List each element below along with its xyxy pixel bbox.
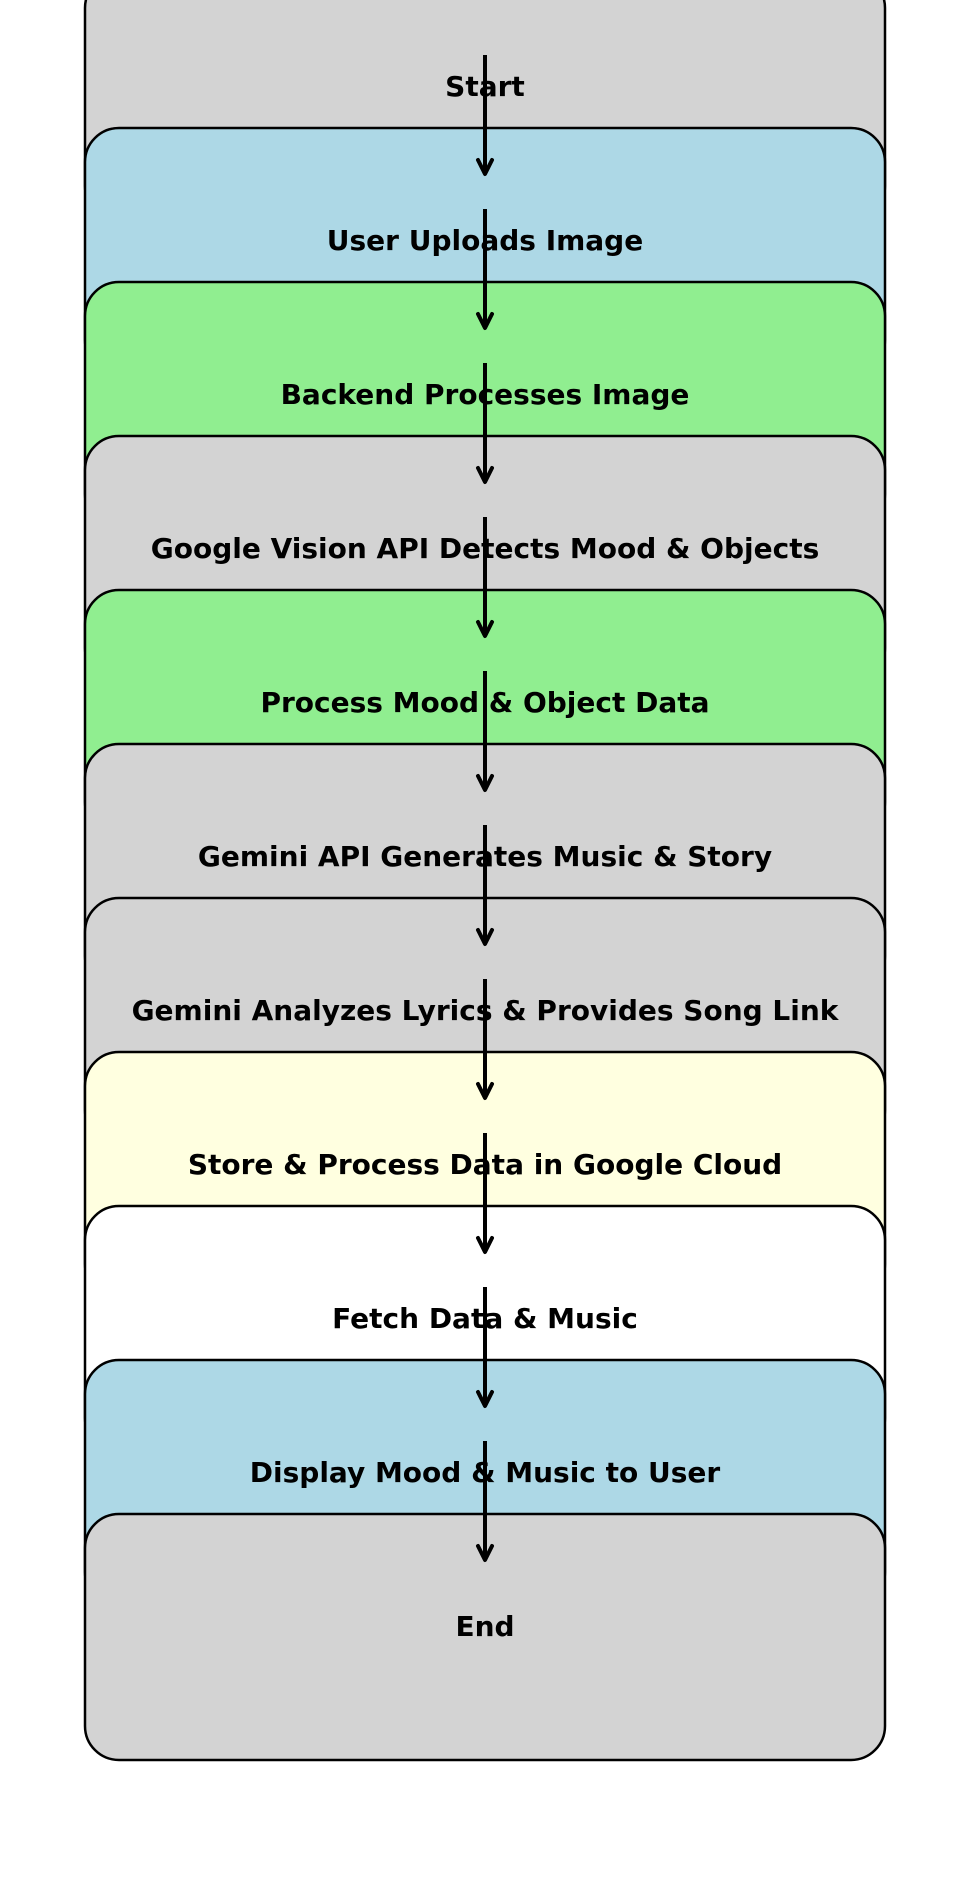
arrow-head	[476, 928, 494, 946]
arrow-head	[476, 774, 494, 792]
arrow-head	[476, 1390, 494, 1408]
flow-node-label: End	[455, 1610, 514, 1643]
flow-arrow-store-to-fetch	[476, 1133, 494, 1254]
arrow-head	[476, 1544, 494, 1562]
flowchart-arrows	[476, 55, 494, 1562]
arrow-head	[476, 466, 494, 484]
flow-arrow-display-to-end	[476, 1441, 494, 1562]
arrow-head	[476, 620, 494, 638]
arrow-head	[476, 312, 494, 330]
flow-arrow-backend-to-vision	[476, 363, 494, 484]
flow-arrow-start-to-upload	[476, 55, 494, 176]
flow-arrow-upload-to-backend	[476, 209, 494, 330]
flow-arrow-process-to-gemini-generate	[476, 671, 494, 792]
flow-arrow-gemini-generate-to-gemini-analyze	[476, 825, 494, 946]
arrow-head	[476, 1082, 494, 1100]
arrow-head	[476, 1236, 494, 1254]
flow-arrow-fetch-to-display	[476, 1287, 494, 1408]
flow-node-end: End	[83, 1512, 887, 1762]
arrow-head	[476, 158, 494, 176]
flow-arrow-vision-to-process	[476, 517, 494, 638]
flow-arrow-gemini-analyze-to-store	[476, 979, 494, 1100]
